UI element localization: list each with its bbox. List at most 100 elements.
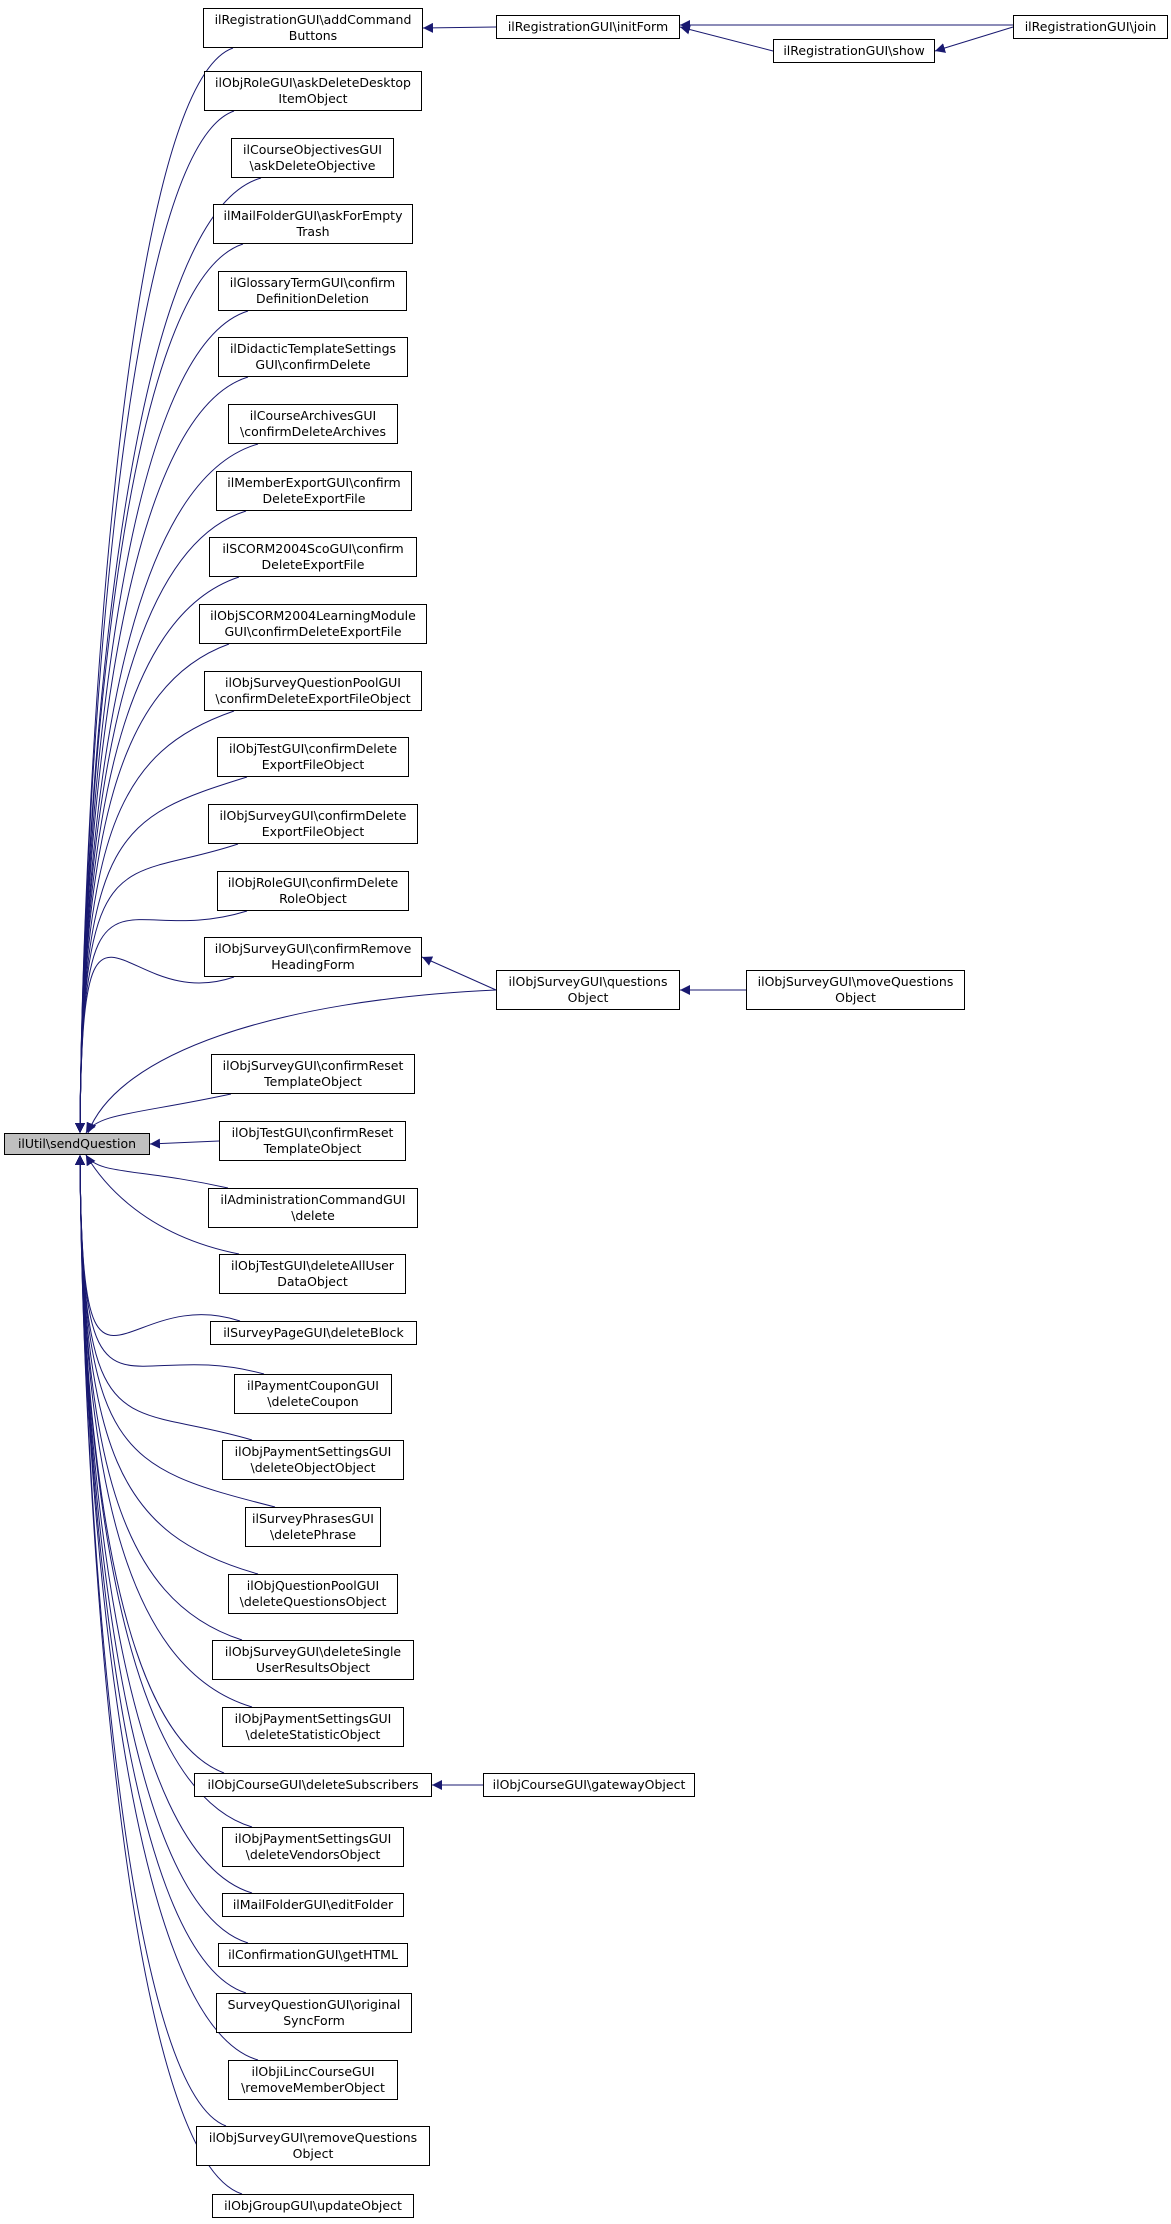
node-label-line: \deletePhrase [269, 1527, 357, 1542]
node-payment-coupon[interactable]: ilPaymentCouponGUI\deleteCoupon [234, 1374, 392, 1414]
node-label-line: \deleteObjectObject [250, 1460, 376, 1475]
edge-questions-object-to-send-question [86, 989, 497, 1134]
node-label-line: ilObjSurveyGUI\moveQuestions [757, 974, 954, 989]
edge-survey-page-block-to-send-question [75, 1154, 241, 1336]
node-label-line: ilDidacticTemplateSettings [229, 341, 397, 356]
node-reg-show[interactable]: ilRegistrationGUI\show [773, 39, 935, 63]
edge-scorm2004-lm-to-send-question [75, 643, 230, 1134]
node-qpool-delete[interactable]: ilObjQuestionPoolGUI\deleteQuestionsObje… [228, 1574, 398, 1614]
node-course-archives[interactable]: ilCourseArchivesGUI\confirmDeleteArchive… [228, 404, 398, 444]
node-label-line: ilObjSCORM2004LearningModule [210, 608, 416, 623]
node-group-update[interactable]: ilObjGroupGUI\updateObject [212, 2194, 414, 2218]
node-label-line: ilUtil\sendQuestion [17, 1136, 137, 1151]
node-label-line: ilRegistrationGUI\show [783, 43, 925, 58]
node-label-line: ilCourseObjectivesGUI [243, 142, 382, 157]
node-label-line: ilMailFolderGUI\askForEmpty [223, 208, 403, 223]
node-label-line: ilObjQuestionPoolGUI [246, 1578, 380, 1593]
edge-join-to-show [934, 26, 1014, 53]
node-label-line: ilObjPaymentSettingsGUI [234, 1711, 392, 1726]
edge-course-subscribers-to-send-question [75, 1154, 225, 1774]
node-label-line: DefinitionDeletion [256, 291, 369, 306]
node-label-line: ilMemberExportGUI\confirm [227, 475, 401, 490]
node-label-line: ilObjTestGUI\deleteAllUser [231, 1258, 394, 1273]
node-label-line: \confirmDeleteArchives [240, 424, 386, 439]
node-label-line: ilObjGroupGUI\updateObject [224, 2198, 402, 2213]
node-label-line: ilRegistrationGUI\join [1024, 19, 1157, 34]
focus-node-send-question: ilUtil\sendQuestion [4, 1133, 150, 1155]
node-label-line: \deleteStatisticObject [245, 1727, 381, 1742]
node-label-line: ExportFileObject [261, 824, 365, 839]
node-label-line: ilPaymentCouponGUI [247, 1378, 379, 1393]
edge-scorm2004-sco-to-send-question [75, 576, 240, 1134]
edge-test-reset-to-send-question [149, 1138, 220, 1149]
node-label-line: ilRegistrationGUI\addCommand [214, 12, 412, 27]
node-label-line: ilObjTestGUI\confirmReset [231, 1125, 394, 1140]
node-label-line: ilObjSurveyGUI\confirmDelete [219, 808, 407, 823]
node-label-line: ilSurveyPhrasesGUI [252, 1511, 374, 1526]
node-label-line: ExportFileObject [261, 757, 365, 772]
node-label-line: ilAdministrationCommandGUI [220, 1192, 406, 1207]
edge-survey-reset-to-send-question [85, 1093, 232, 1134]
node-init-form[interactable]: ilRegistrationGUI\initForm [496, 15, 680, 39]
node-label-line: ilObjSurveyGUI\deleteSingle [224, 1644, 402, 1659]
node-label-line: ilObjSurveyGUI\confirmRemove [214, 941, 412, 956]
node-label-line: ItemObject [278, 91, 348, 106]
node-label-line: \delete [291, 1208, 335, 1223]
node-survey-qpool[interactable]: ilObjSurveyQuestionPoolGUI\confirmDelete… [204, 671, 422, 711]
node-label-line: ilObjCourseGUI\deleteSubscribers [207, 1777, 419, 1792]
node-linc-remove[interactable]: ilObjiLincCourseGUI\removeMemberObject [228, 2060, 398, 2100]
node-label-line: \deleteCoupon [267, 1394, 359, 1409]
node-label-line: Trash [296, 224, 330, 239]
node-ask-delete-objective[interactable]: ilCourseObjectivesGUI\askDeleteObjective [231, 138, 394, 178]
edge-confirm-definition-to-send-question [75, 310, 249, 1134]
node-label-line: ilObjSurveyGUI\questions [508, 974, 668, 989]
node-label-line: Object [292, 2146, 334, 2161]
node-payment-statistic[interactable]: ilObjPaymentSettingsGUI\deleteStatisticO… [222, 1707, 404, 1747]
node-label-line: ilObjCourseGUI\gatewayObject [492, 1777, 686, 1792]
node-label-line: ilConfirmationGUI\getHTML [228, 1947, 398, 1962]
node-label-line: GUI\confirmDeleteExportFile [224, 624, 402, 639]
node-label-line: ilSurveyPageGUI\deleteBlock [223, 1325, 404, 1340]
node-payment-object[interactable]: ilObjPaymentSettingsGUI\deleteObjectObje… [222, 1440, 404, 1480]
node-confirmation-html[interactable]: ilConfirmationGUI\getHTML [218, 1943, 408, 1967]
node-reg-join[interactable]: ilRegistrationGUI\join [1013, 15, 1168, 39]
node-label-line: ilGlossaryTermGUI\confirm [229, 275, 396, 290]
node-gateway[interactable]: ilObjCourseGUI\gatewayObject [483, 1773, 695, 1797]
node-survey-page-block[interactable]: ilSurveyPageGUI\deleteBlock [210, 1321, 417, 1345]
node-course-subscribers[interactable]: ilObjCourseGUI\deleteSubscribers [194, 1773, 432, 1797]
node-label-line: ilObjPaymentSettingsGUI [234, 1444, 392, 1459]
node-payment-vendors[interactable]: ilObjPaymentSettingsGUI\deleteVendorsObj… [222, 1827, 404, 1867]
node-label-line: ilObjRoleGUI\askDeleteDesktop [215, 75, 411, 90]
node-label-line: \askDeleteObjective [249, 158, 376, 173]
node-admin-delete[interactable]: ilAdministrationCommandGUI\delete [208, 1188, 418, 1228]
edge-show-to-init-form [679, 24, 774, 52]
node-label-line: DeleteExportFile [262, 491, 366, 506]
node-label-line: RoleObject [279, 891, 347, 906]
node-label-line: ilObjPaymentSettingsGUI [234, 1831, 392, 1846]
node-mail-edit-folder[interactable]: ilMailFolderGUI\editFolder [222, 1893, 404, 1917]
edge-test-delete-all-to-send-question [85, 1154, 240, 1255]
node-survey-phrases[interactable]: ilSurveyPhrasesGUI\deletePhrase [245, 1507, 381, 1547]
node-label-line: \removeMemberObject [241, 2080, 385, 2095]
